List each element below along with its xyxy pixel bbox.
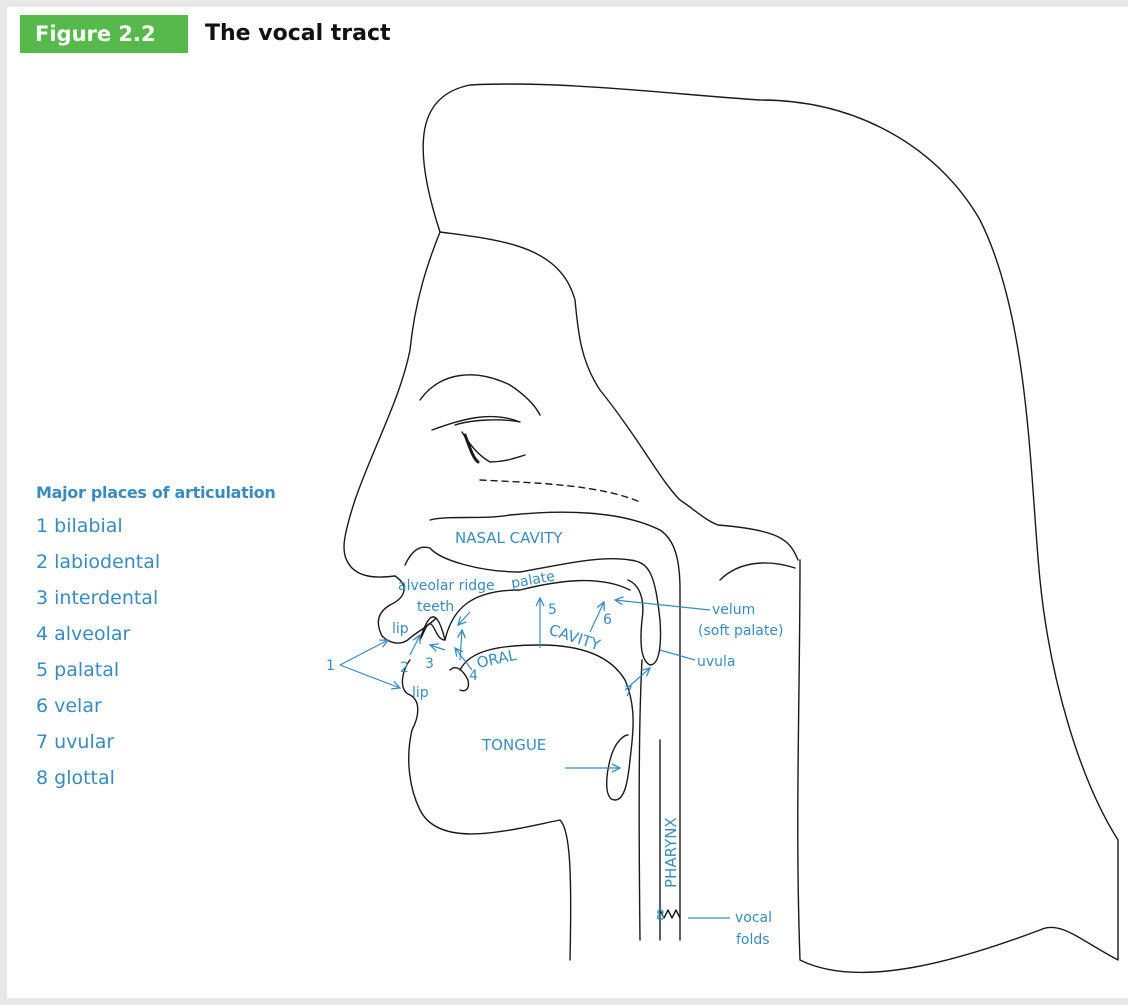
label-nasal-cavity: NASAL CAVITY — [455, 529, 563, 547]
label-number-1: 1 — [326, 658, 335, 674]
label-teeth: teeth — [417, 599, 454, 615]
arrow-1-lower — [340, 665, 400, 688]
label-number-6: 6 — [603, 612, 612, 628]
label-alveolar-ridge: alveolar ridge — [398, 578, 495, 594]
label-cavity: CAVITY — [547, 621, 604, 655]
label-uvula: uvula — [697, 654, 736, 670]
arrow-3 — [430, 645, 445, 650]
label-number-3: 3 — [425, 656, 434, 672]
eye — [462, 432, 525, 462]
label-number-2: 2 — [400, 660, 409, 676]
label-soft-palate: (soft palate) — [698, 623, 783, 639]
label-velum: velum — [712, 602, 755, 618]
pharynx-front — [639, 660, 642, 940]
label-oral: ORAL — [475, 646, 519, 672]
label-folds: folds — [736, 932, 770, 948]
nasal-top — [430, 512, 680, 940]
arrow-6 — [590, 602, 604, 632]
label-pharynx: PHARYNX — [662, 817, 680, 888]
forehead-inner — [440, 232, 798, 560]
arrow-1-upper — [340, 640, 388, 665]
label-number-8: 8 — [656, 908, 665, 924]
label-tongue: TONGUE — [481, 736, 546, 754]
cheek — [720, 563, 795, 580]
label-number-7: 7 — [624, 684, 633, 700]
brow — [420, 375, 540, 415]
lower-teeth — [450, 668, 468, 691]
label-lip-upper: lip — [392, 621, 409, 637]
uvula-outline — [628, 580, 650, 665]
label-lip-lower: lip — [412, 685, 429, 701]
uvula-leader — [660, 650, 695, 660]
eyelid — [432, 417, 520, 430]
arrow-alveolar-ridge — [458, 612, 470, 625]
label-number-5: 5 — [548, 602, 557, 618]
palate-dash — [480, 480, 640, 502]
label-number-4: 4 — [469, 668, 478, 684]
lower-lip — [402, 660, 570, 960]
arrow-velum — [615, 600, 710, 610]
label-vocal: vocal — [735, 910, 772, 926]
eye-pupil — [465, 435, 478, 462]
arrow-2 — [410, 635, 420, 655]
face-profile — [344, 232, 440, 577]
